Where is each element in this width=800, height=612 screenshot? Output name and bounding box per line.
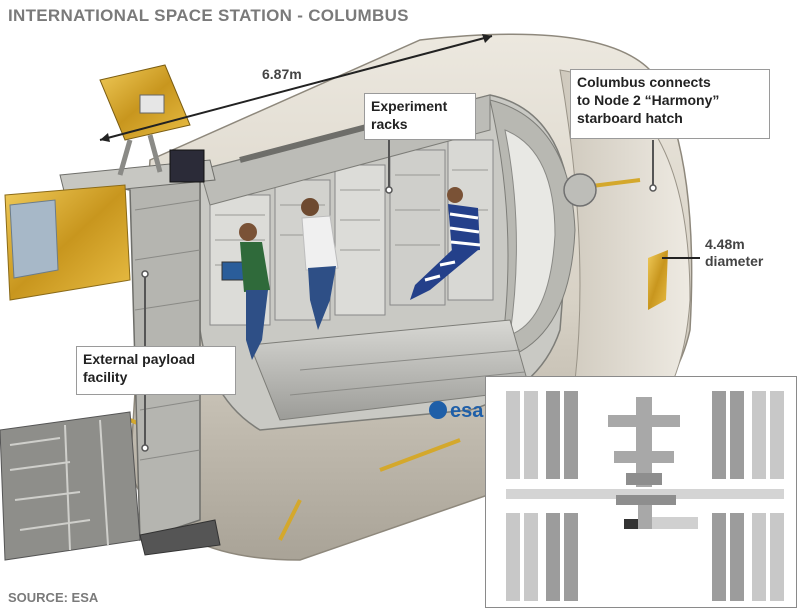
iss-location-inset <box>485 376 797 608</box>
astronaut-figures <box>239 187 481 360</box>
diameter-label: 4.48m diameter <box>705 236 764 269</box>
iss-solar-arrays-right <box>712 391 784 601</box>
esa-logo: esa <box>429 400 484 422</box>
external-payload-structure <box>0 64 221 561</box>
iss-columbus-highlight <box>624 519 638 529</box>
iss-truss <box>506 489 784 499</box>
callout-experiment-racks: Experiment racks <box>364 93 476 140</box>
iss-overview-diagram <box>506 391 784 601</box>
page-title: INTERNATIONAL SPACE STATION - COLUMBUS <box>8 6 409 25</box>
callout-leaders <box>141 140 700 452</box>
iss-central-modules <box>608 397 680 529</box>
iss-kibo-module <box>652 517 698 529</box>
length-dimension-arrow <box>99 34 493 142</box>
callout-columbus-connects: Columbus connects to Node 2 “Harmony” st… <box>570 69 770 139</box>
length-label: 6.87m <box>262 66 302 82</box>
iss-solar-arrays-left <box>506 391 578 601</box>
source-credit: SOURCE: ESA <box>8 590 99 605</box>
svg-text:esa: esa <box>450 400 484 422</box>
callout-external-payload: External payload facility <box>76 346 236 395</box>
